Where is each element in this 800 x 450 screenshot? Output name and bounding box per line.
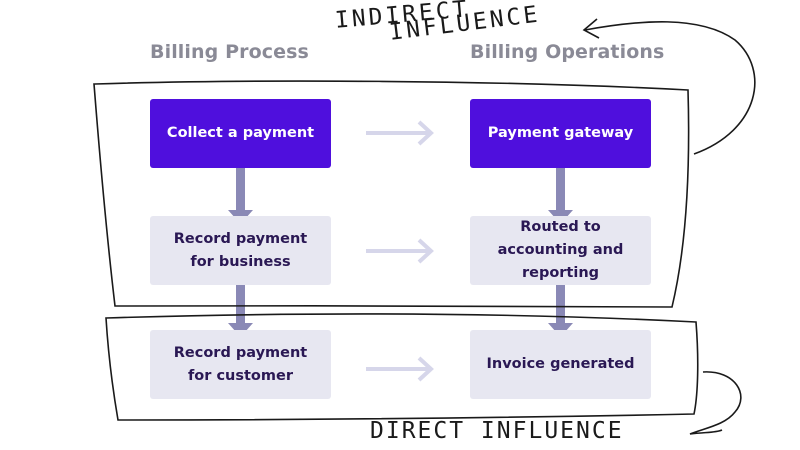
indirect-arrowhead-icon xyxy=(582,18,600,39)
routed-accounting-label: Routed to accounting and reporting xyxy=(497,219,624,281)
side-arrow-1 xyxy=(366,120,434,146)
billing-operations-heading: Billing Operations xyxy=(470,41,665,63)
record-business-label: Record payment for business xyxy=(173,230,308,270)
record-business-box: Record payment for business xyxy=(150,216,331,285)
invoice-generated-box: Invoice generated xyxy=(470,330,651,399)
direct-influence-enclosure xyxy=(105,313,699,421)
side-arrow-2 xyxy=(366,238,434,264)
routed-accounting-box: Routed to accounting and reporting xyxy=(470,216,651,285)
indirect-influence-enclosure xyxy=(93,80,690,308)
collect-payment-box: Collect a payment xyxy=(150,99,331,168)
payment-gateway-box: Payment gateway xyxy=(470,99,651,168)
invoice-generated-label: Invoice generated xyxy=(486,356,635,372)
payment-gateway-label: Payment gateway xyxy=(487,125,634,141)
billing-process-heading: Billing Process xyxy=(150,41,309,63)
side-arrow-3 xyxy=(366,356,434,382)
indirect-curve-arrow xyxy=(584,21,756,155)
direct-annotation: DIRECT INFLUENCE xyxy=(370,418,624,444)
record-customer-box: Record payment for customer xyxy=(150,330,331,399)
record-customer-label: Record payment for customer xyxy=(173,344,308,384)
direct-squiggle xyxy=(689,371,742,435)
collect-payment-label: Collect a payment xyxy=(166,125,315,141)
